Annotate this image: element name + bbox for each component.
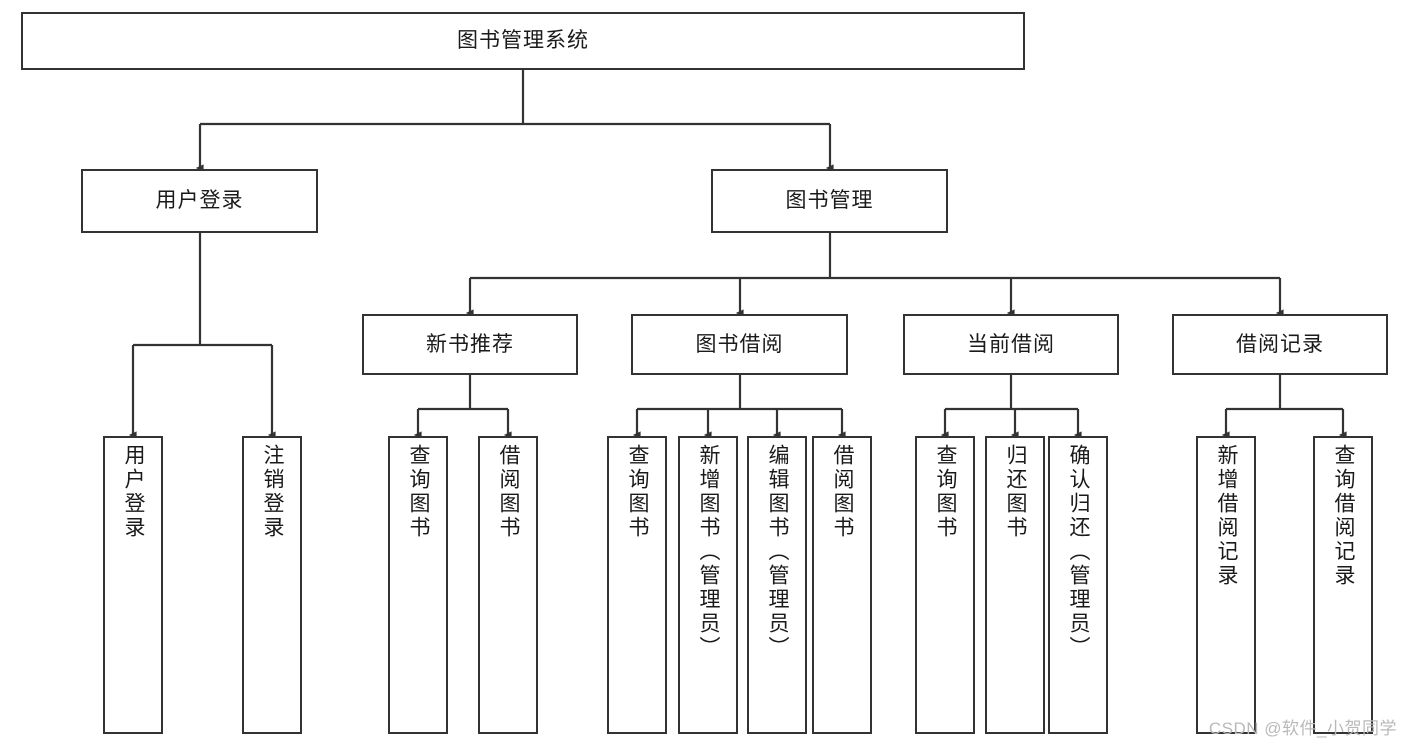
node-l2-current[interactable]: 当前借阅 [903,314,1119,375]
node-l2-record[interactable]: 借阅记录 [1172,314,1388,375]
node-l1-login[interactable]: 用户登录 [81,169,318,233]
node-label: 确认归还（管理员） [1067,444,1091,660]
node-label: 归还图书 [1004,444,1028,540]
node-lf-bo-edit[interactable]: 编辑图书（管理员） [747,436,807,734]
node-lf-bo-borrow[interactable]: 借阅图书 [812,436,872,734]
node-label: 查询图书 [934,444,958,540]
node-label: 查询图书 [626,444,650,540]
node-label: 新增图书（管理员） [697,444,721,660]
node-label: 图书管理 [785,189,874,213]
node-label: 图书管理系统 [457,29,589,53]
node-l1-book[interactable]: 图书管理 [711,169,948,233]
node-label: 用户登录 [155,189,244,213]
node-l2-newbook[interactable]: 新书推荐 [362,314,578,375]
node-label: 借阅记录 [1236,332,1324,356]
node-label: 注销登录 [261,444,285,540]
node-l2-borrow[interactable]: 图书借阅 [631,314,848,375]
node-lf-re-add[interactable]: 新增借阅记录 [1196,436,1256,734]
node-lf-re-query[interactable]: 查询借阅记录 [1313,436,1373,734]
node-lf-userlogin[interactable]: 用户登录 [103,436,163,734]
node-lf-cu-query[interactable]: 查询图书 [915,436,975,734]
node-lf-nb-query[interactable]: 查询图书 [388,436,448,734]
node-label: 借阅图书 [497,444,521,540]
watermark: CSDN @软件_小贺同学 [1208,719,1397,738]
node-lf-bo-add[interactable]: 新增图书（管理员） [678,436,738,734]
node-label: 借阅图书 [831,444,855,540]
node-lf-nb-borrow[interactable]: 借阅图书 [478,436,538,734]
node-label: 图书借阅 [695,332,784,356]
node-label: 查询图书 [407,444,431,540]
node-lf-logout[interactable]: 注销登录 [242,436,302,734]
node-lf-bo-query[interactable]: 查询图书 [607,436,667,734]
node-label: 编辑图书（管理员） [766,444,790,660]
node-lf-cu-confirm[interactable]: 确认归还（管理员） [1048,436,1108,734]
node-label: 用户登录 [122,444,146,540]
node-label: 查询借阅记录 [1332,444,1356,588]
node-label: 当前借阅 [967,332,1055,356]
node-lf-cu-return[interactable]: 归还图书 [985,436,1045,734]
node-label: 新书推荐 [426,332,514,356]
node-root[interactable]: 图书管理系统 [21,12,1025,70]
node-label: 新增借阅记录 [1215,444,1239,588]
